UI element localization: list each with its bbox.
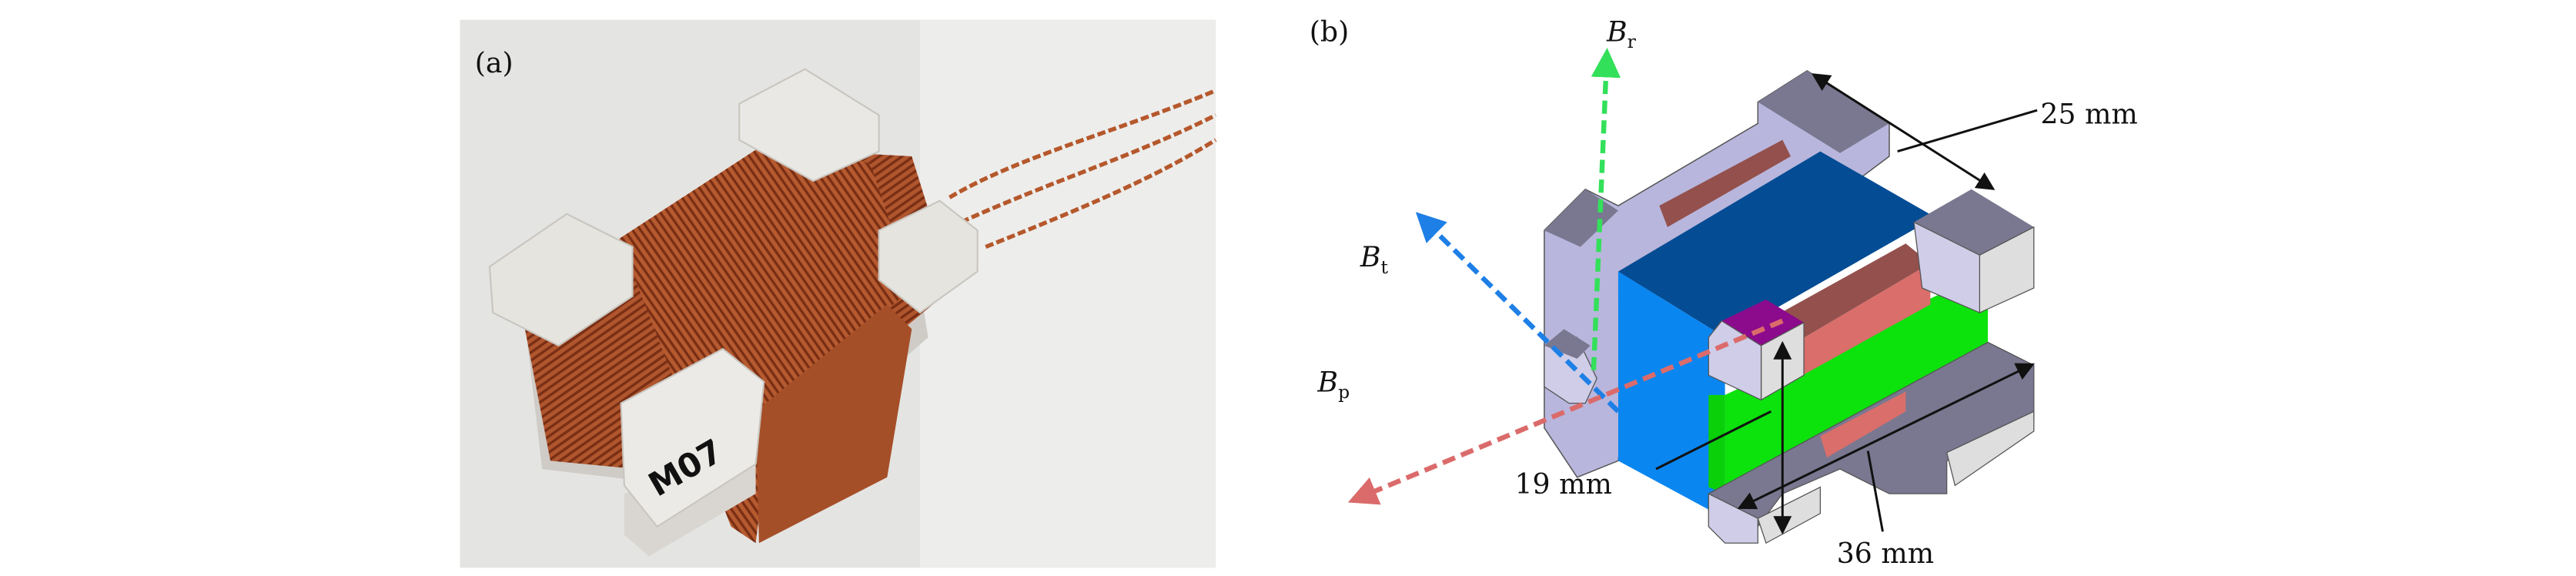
dim-25mm-arrow (1811, 73, 1996, 190)
br-axis-label: Br (1606, 15, 1637, 52)
dim-36mm-leader (1866, 450, 1884, 532)
dim-36mm-label: 36 mm (1837, 537, 1934, 570)
panel-label-b: (b) (1310, 15, 1350, 48)
coil-model (1544, 70, 2035, 544)
dim-25mm-label: 25 mm (2040, 97, 2137, 130)
dim-19mm-label: 19 mm (1514, 467, 1611, 501)
spacer (488, 213, 634, 347)
coil-photo: M07 (460, 19, 1217, 568)
label-spacer (620, 347, 765, 528)
bp-axis-arrow (1347, 318, 1784, 505)
bt-axis-label: Bt (1360, 240, 1389, 278)
br-axis-arrow (1591, 47, 1621, 370)
wire-leads (948, 89, 1217, 249)
dim-25mm-leader (1897, 109, 2038, 153)
bt-axis-arrow (1415, 212, 1621, 414)
bp-axis-label: Bp (1316, 366, 1350, 404)
dim-36mm-arrow (1737, 363, 2035, 510)
spacer (878, 199, 979, 314)
panel-label-a: (a) (475, 46, 514, 79)
spacer (738, 68, 880, 183)
